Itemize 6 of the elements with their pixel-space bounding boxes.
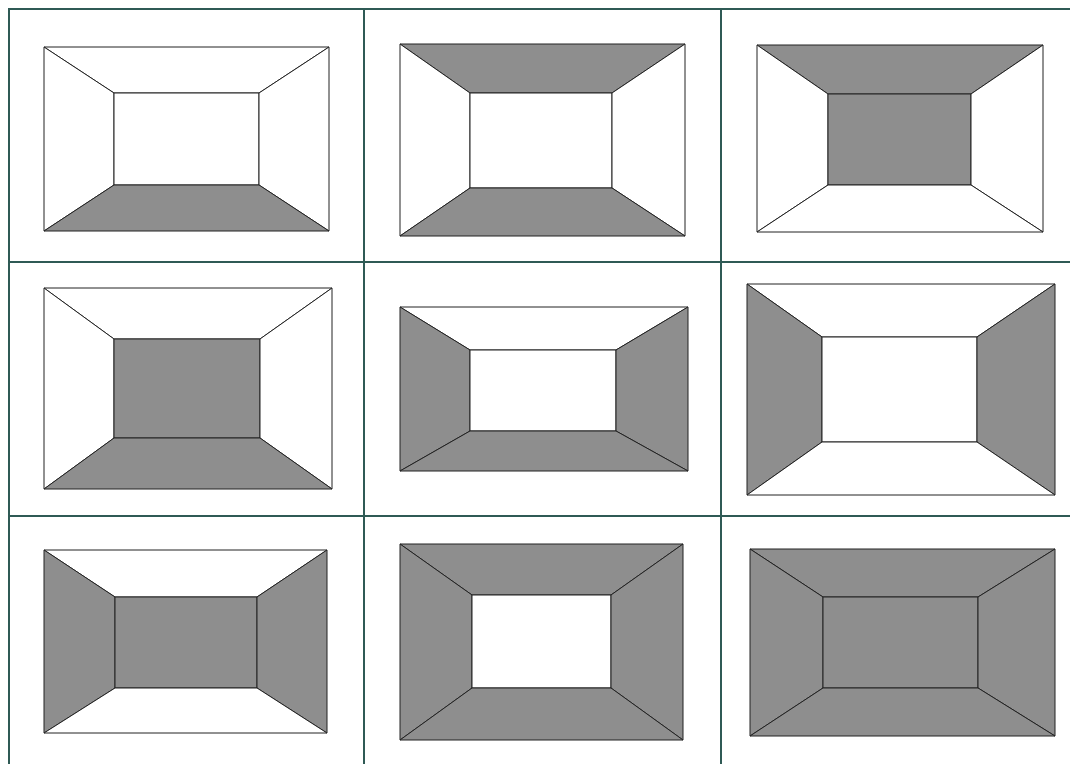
panel-cell (8, 263, 365, 517)
panel-cell (8, 8, 365, 263)
panel-cell (365, 263, 722, 517)
panel-cell (8, 517, 365, 764)
panel-cell (722, 8, 1070, 263)
panel-cell (365, 8, 722, 263)
